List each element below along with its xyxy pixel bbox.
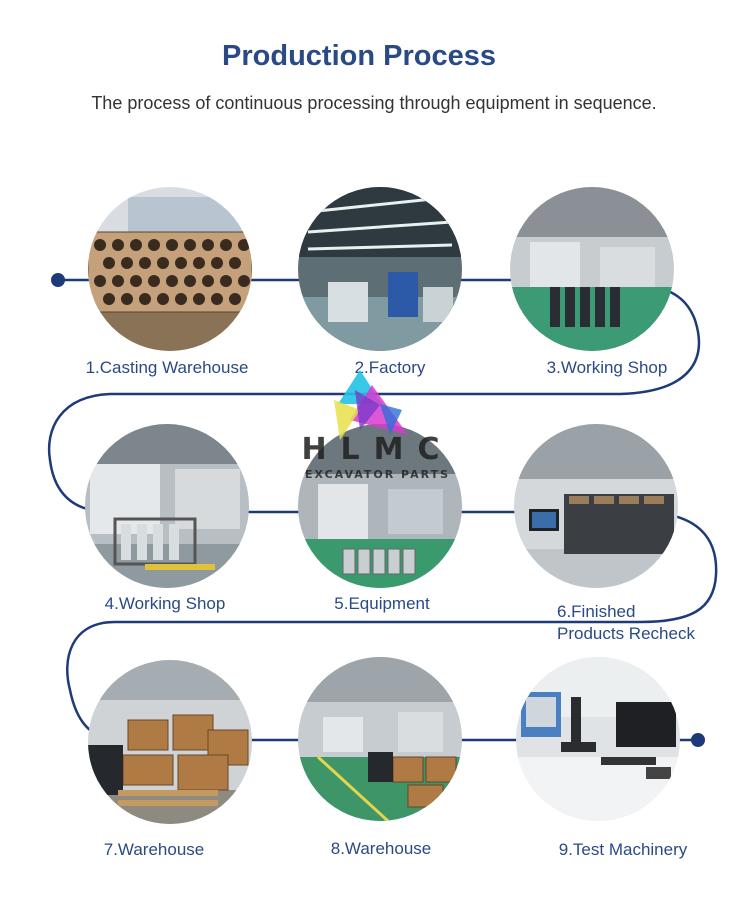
step-3-label: 3.Working Shop [546,358,668,377]
hlmc-tagline: EXCAVATOR PARTS [305,468,450,481]
step-6-photo [514,424,678,588]
step-7-label: 7.Warehouse [103,840,205,859]
factory-hall-photo [298,187,462,351]
step-5-label: 5.Equipment [334,594,430,613]
step-9-photo [516,657,680,821]
lab-microscope-photo [516,657,680,821]
warehouse-boxes-photo [88,660,252,824]
hlmc-wordmark: HLMC [301,432,454,467]
hlmc-logo-triangles-icon [334,370,408,440]
warehouse-floor-photo [298,657,462,821]
step-8-label: 8.Warehouse [330,839,432,858]
step-6-label-line-2: Products Recheck [557,624,695,643]
workshop-photo [510,187,674,351]
step-7-photo [88,660,252,824]
flow-end-dot [691,733,705,747]
pipe-stack-photo [88,187,252,351]
step-3-photo [510,187,674,351]
step-1-label: 1.Casting Warehouse [85,358,249,377]
page-subtitle: The process of continuous processing thr… [91,93,657,113]
step-6-label: 6.Finished [557,602,636,621]
step-4-label: 4.Working Shop [104,594,226,613]
step-4-photo [85,424,249,588]
hlmc-logo: HLMC EXCAVATOR PARTS [290,370,465,485]
step-2-label: 2.Factory [354,358,426,377]
page-title: Production Process [222,40,496,72]
step-2-photo [298,187,462,351]
recheck-station-photo [514,424,678,588]
step-1-photo [88,187,252,351]
step-9-label: 9.Test Machinery [558,840,688,859]
step-8-photo [298,657,462,821]
flow-start-dot [51,273,65,287]
cnc-machine-photo [85,424,249,588]
